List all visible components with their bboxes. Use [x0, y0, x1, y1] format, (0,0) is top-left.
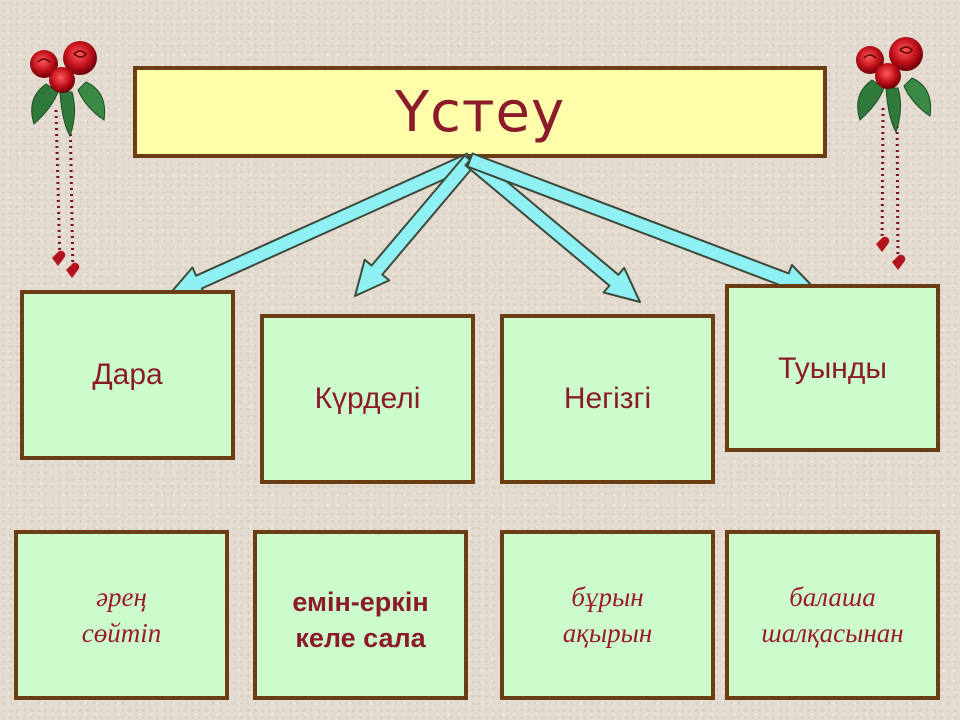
arrow-to-dara: [167, 152, 474, 298]
arrow-to-tuyndy: [466, 152, 819, 296]
arrow-to-kurdeli: [354, 154, 477, 297]
example-box-kurdeli: емін-еркін келе сала: [253, 530, 468, 700]
category-box-dara: Дара: [20, 290, 235, 460]
heart-icon: [892, 254, 906, 270]
category-box-kurdeli: Күрделі: [260, 314, 475, 484]
example-box-dara: әрең сөйтіп: [14, 530, 229, 700]
example-word: сөйтіп: [81, 618, 162, 648]
example-word: келе сала: [295, 623, 426, 653]
example-word: әрең: [96, 582, 147, 612]
category-box-tuyndy: Туынды: [725, 284, 940, 452]
example-word: ақырын: [562, 618, 653, 648]
category-label: Туынды: [778, 352, 887, 385]
example-word: балаша: [789, 582, 876, 612]
title-text: Үстеу: [394, 79, 566, 145]
category-box-negizgi: Негізгі: [500, 314, 715, 484]
heart-icon: [876, 236, 890, 252]
example-word: шалқасынан: [761, 618, 904, 648]
example-box-negizgi: бұрын ақырын: [500, 530, 715, 700]
category-label: Күрделі: [314, 382, 421, 415]
heart-icon: [52, 250, 66, 266]
heart-icon: [66, 262, 80, 278]
right-bead-strings: [876, 107, 906, 270]
example-word: бұрын: [571, 582, 644, 612]
example-word: емін-еркін: [292, 587, 429, 617]
left-bead-strings: [52, 109, 80, 278]
category-label: Дара: [92, 358, 163, 391]
example-box-tuyndy: балаша шалқасынан: [725, 530, 940, 700]
category-label: Негізгі: [563, 382, 652, 415]
